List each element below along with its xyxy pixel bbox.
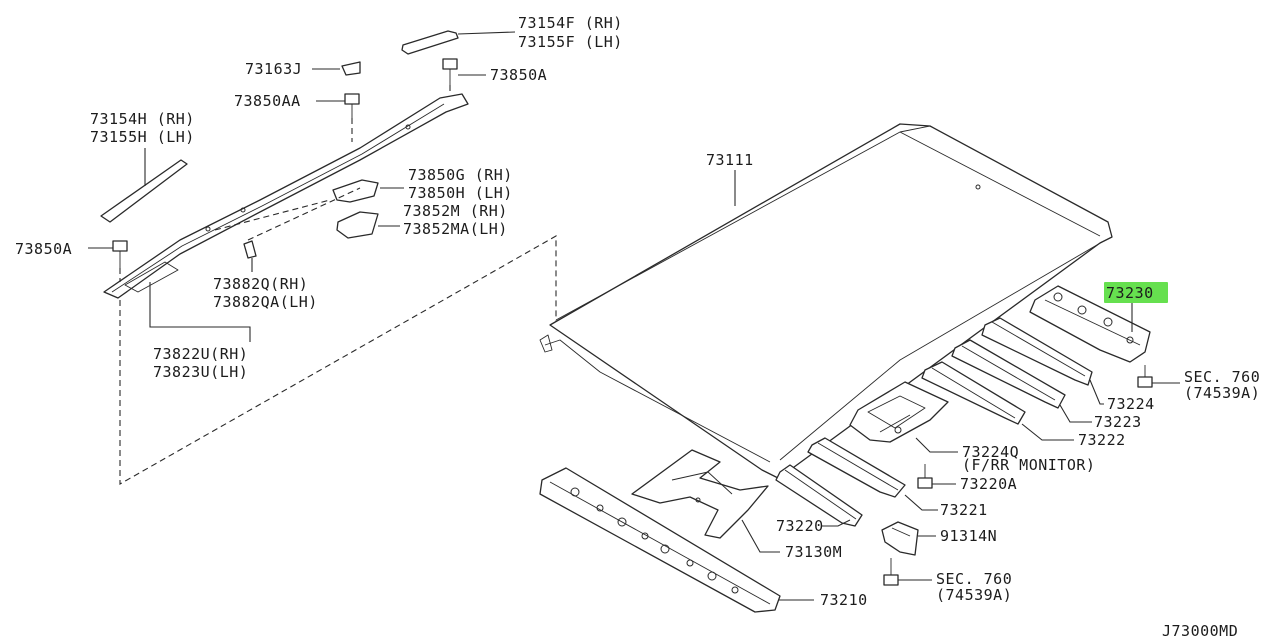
label-73224[interactable]: 73224 (1107, 395, 1155, 413)
label-73224q-note: (F/RR MONITOR) (962, 456, 1095, 474)
label-73155f[interactable]: 73155F (LH) (518, 33, 623, 51)
bolt-sec760-top[interactable] (1137, 365, 1153, 388)
label-73154h[interactable]: 73154H (RH) (90, 110, 195, 128)
label-74539a-top[interactable]: (74539A) (1184, 384, 1260, 402)
label-74539a-bottom[interactable]: (74539A) (936, 586, 1012, 604)
label-73224q[interactable]: 73224Q (962, 443, 1019, 461)
label-73882qa[interactable]: 73882QA(LH) (213, 293, 318, 311)
bolt-73220a[interactable] (917, 464, 933, 489)
label-73850aa[interactable]: 73850AA (234, 92, 301, 110)
label-73220a[interactable]: 73220A (960, 475, 1017, 493)
roof-bow-73221[interactable] (807, 437, 906, 498)
roof-bow-73220[interactable] (775, 464, 863, 527)
bolt-73850a-top[interactable] (442, 58, 458, 85)
label-73850a-top[interactable]: 73850A (490, 66, 547, 84)
label-73210[interactable]: 73210 (820, 591, 868, 609)
leader-lines (88, 31, 1180, 601)
label-73220[interactable]: 73220 (776, 517, 824, 535)
roof-bow-73222[interactable] (921, 361, 1026, 425)
label-73163j[interactable]: 73163J (245, 60, 302, 78)
label-73822u[interactable]: 73822U(RH) (153, 345, 248, 363)
clip-73882q[interactable] (243, 240, 257, 259)
bolt-73850a-left[interactable] (112, 240, 128, 268)
label-73852ma[interactable]: 73852MA(LH) (403, 220, 508, 238)
label-73130m[interactable]: 73130M (785, 543, 842, 561)
roof-rail-73822u[interactable] (103, 93, 469, 299)
finisher-73154f[interactable] (401, 30, 459, 55)
label-73850g[interactable]: 73850G (RH) (408, 166, 513, 184)
label-73222[interactable]: 73222 (1078, 431, 1126, 449)
cover-73852m[interactable] (336, 211, 379, 239)
label-91314n[interactable]: 91314N (940, 527, 997, 545)
label-73882q[interactable]: 73882Q(RH) (213, 275, 308, 293)
roof-panel-73111[interactable] (539, 123, 1113, 479)
label-sec760-top[interactable]: SEC. 760 (1184, 368, 1260, 386)
rear-rail-73230[interactable] (1029, 285, 1151, 363)
label-73850h[interactable]: 73850H (LH) (408, 184, 513, 202)
label-73850a-left[interactable]: 73850A (15, 240, 72, 258)
cover-73850g[interactable] (332, 179, 379, 203)
roof-bow-73224[interactable] (981, 317, 1093, 386)
dashed-guides (119, 85, 557, 485)
roof-bow-73223[interactable] (951, 339, 1066, 409)
label-73155h[interactable]: 73155H (LH) (90, 128, 195, 146)
label-73223[interactable]: 73223 (1094, 413, 1142, 431)
label-73823u[interactable]: 73823U(LH) (153, 363, 248, 381)
part-labels: 73154F (RH) 73155F (LH) 73163J 73850A 73… (15, 14, 1260, 640)
front-header-bracket-73130m[interactable] (631, 449, 769, 539)
label-73852m[interactable]: 73852M (RH) (403, 202, 508, 220)
bolt-73850aa[interactable] (344, 93, 360, 118)
monitor-bracket-73224q[interactable] (849, 381, 949, 443)
label-sec760-bottom[interactable]: SEC. 760 (936, 570, 1012, 588)
bolt-sec760-bottom[interactable] (883, 558, 899, 586)
label-73154f[interactable]: 73154F (RH) (518, 14, 623, 32)
clip-73163j[interactable] (341, 61, 361, 76)
label-73221[interactable]: 73221 (940, 501, 988, 519)
front-rail-73210[interactable] (539, 467, 781, 613)
finisher-73154h[interactable] (100, 159, 188, 223)
label-73230[interactable]: 73230 (1106, 284, 1154, 302)
label-73111[interactable]: 73111 (706, 151, 754, 169)
bracket-91314n[interactable] (881, 521, 919, 556)
drawing-code: J73000MD (1162, 622, 1238, 640)
highlight-73230 (1104, 282, 1168, 303)
